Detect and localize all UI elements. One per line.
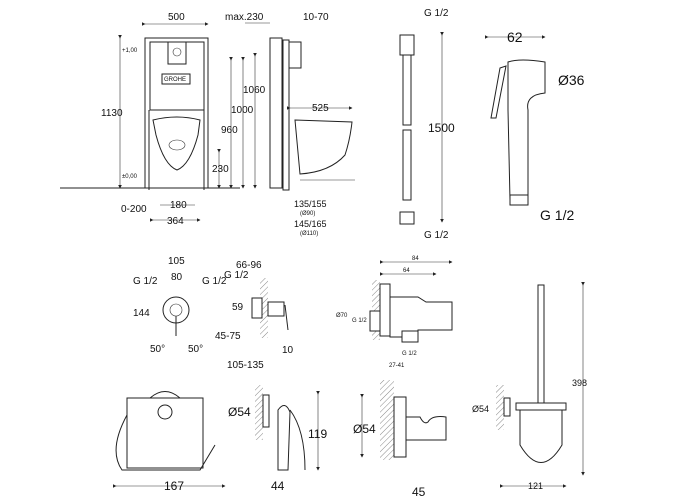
dim-brush-width: 121 <box>528 481 543 491</box>
dim-59: 59 <box>232 302 244 313</box>
angle-right: 50° <box>188 344 203 355</box>
dim-pipe2: 145/165 <box>294 219 327 229</box>
dim-height-1130: 1130 <box>101 108 123 119</box>
paper-holder-front-view: 167 <box>113 391 226 493</box>
dim-hose-length: 1500 <box>428 121 455 135</box>
angle-left: 50° <box>150 344 165 355</box>
mixer-thread-left: G 1/2 <box>133 276 158 287</box>
dim-width-500: 500 <box>168 12 185 23</box>
mixer-thread-side: G 1/2 <box>224 270 249 281</box>
wall-elbow-drawing: 84 64 Ø70 G 1/2 G 1/2 27-41 <box>336 256 453 369</box>
frame-side-view: max.230 10-70 525 135/155 (Ø90) 145/165 … <box>225 12 355 237</box>
dim-45-75: 45-75 <box>215 331 241 342</box>
mixer-thread-right: G 1/2 <box>202 276 227 287</box>
dim-64: 64 <box>403 268 410 274</box>
spray-thread: G 1/2 <box>540 207 574 223</box>
dim-84: 84 <box>412 256 419 262</box>
dim-max-230: max.230 <box>225 12 264 23</box>
dim-projection-525: 525 <box>312 103 329 114</box>
dim-364: 364 <box>167 216 184 227</box>
frame-front-view: GROHE 500 1130 +1,00 ±0,00 1060 1000 960… <box>60 12 266 227</box>
holder-dia: Ø54 <box>228 405 251 419</box>
mixer-front-view: 105 80 G 1/2 G 1/2 144 50° 50° <box>133 256 227 355</box>
dim-80: 80 <box>171 272 183 283</box>
dim-holder-depth: 44 <box>271 479 285 493</box>
hose-thread-bottom: G 1/2 <box>424 230 449 241</box>
toilet-brush-drawing: 398 Ø54 121 <box>472 282 587 491</box>
spray-lever <box>490 65 507 119</box>
dim-pipe1-dia: (Ø90) <box>300 211 315 217</box>
dim-66-96: 66-96 <box>236 260 262 271</box>
dim-180: 180 <box>170 200 187 211</box>
hose-drawing: 1500 G 1/2 G 1/2 <box>399 8 455 241</box>
dim-holder-height: 119 <box>308 427 327 441</box>
hygienic-spray-drawing: 62 Ø36 G 1/2 <box>485 29 585 223</box>
dim-1060: 1060 <box>243 85 266 96</box>
toilet-front <box>152 116 201 171</box>
toilet-side <box>294 119 353 175</box>
dim-brush-height: 398 <box>572 378 587 388</box>
dim-230: 230 <box>212 164 229 175</box>
grohe-logo-text: GROHE <box>164 77 186 83</box>
dim-144: 144 <box>133 308 150 319</box>
dim-spray-width: 62 <box>507 29 523 45</box>
hose-thread-top: G 1/2 <box>424 8 449 19</box>
dim-105: 105 <box>168 256 185 267</box>
dim-27-41: 27-41 <box>389 363 405 369</box>
dim-wall-range: 10-70 <box>303 12 329 23</box>
dim-105-135: 105-135 <box>227 360 264 371</box>
dim-960: 960 <box>221 125 238 136</box>
elbow-thread-in: G 1/2 <box>352 318 367 324</box>
robe-hook-drawing: Ø54 45 <box>353 380 447 499</box>
dim-pipe2-dia: (Ø110) <box>300 231 318 237</box>
elbow-thread-out: G 1/2 <box>402 351 417 357</box>
mixer-side-view: 66-96 G 1/2 59 45-75 10 105-135 <box>215 260 294 371</box>
level-zero: ±0,00 <box>122 174 138 180</box>
brush-dia: Ø54 <box>472 404 489 414</box>
dim-hook-depth: 45 <box>412 485 426 499</box>
dim-1000: 1000 <box>231 105 254 116</box>
level-plus-one: +1,00 <box>122 48 138 54</box>
flush-button-plate <box>167 41 187 65</box>
dim-holder-width: 167 <box>164 479 184 493</box>
dim-floor-range: 0-200 <box>121 204 147 215</box>
elbow-dia-70: Ø70 <box>336 313 348 319</box>
dim-10: 10 <box>282 345 294 356</box>
grohe-logo-plate <box>161 73 191 85</box>
hook-dia: Ø54 <box>353 422 376 436</box>
dim-spray-dia: Ø36 <box>558 72 585 88</box>
dim-pipe1: 135/155 <box>294 199 327 209</box>
paper-holder-side-view: Ø54 119 44 <box>228 385 327 493</box>
